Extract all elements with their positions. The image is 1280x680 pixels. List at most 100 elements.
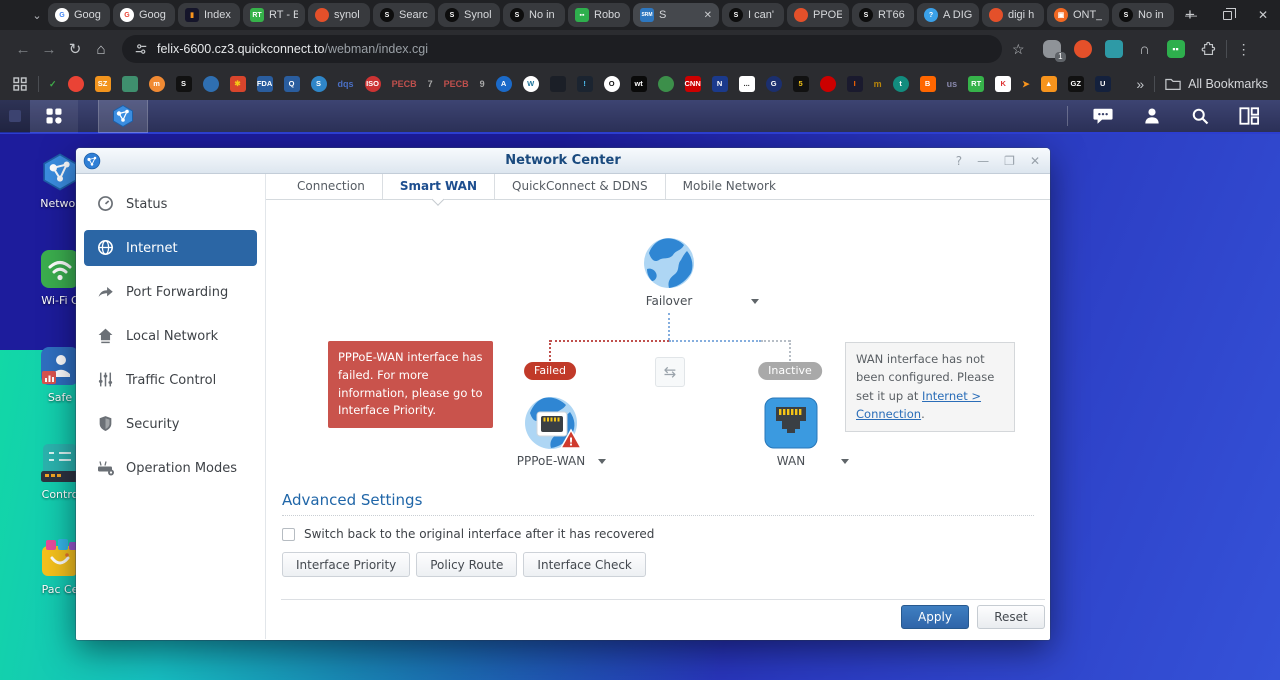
bookmark-favicon[interactable]: GZ — [1067, 76, 1084, 92]
forward-icon[interactable]: → — [41, 40, 57, 58]
bookmark-favicon[interactable]: CNN — [685, 76, 701, 92]
browser-tab[interactable]: digi h — [982, 3, 1044, 27]
extension-icon[interactable]: ∩ — [1139, 40, 1150, 58]
address-bar[interactable]: felix-6600.cz3.quickconnect.to/webman/in… — [122, 35, 1002, 63]
browser-close-button[interactable]: ✕ — [1257, 8, 1268, 22]
bookmark-favicon[interactable]: S — [175, 76, 192, 92]
switch-back-checkbox[interactable] — [282, 527, 295, 541]
failover-dropdown-caret[interactable] — [751, 299, 759, 304]
reload-icon[interactable]: ↻ — [68, 41, 82, 58]
bookmark-favicon[interactable]: ➤ — [1022, 78, 1030, 89]
wan-interface-icon[interactable] — [764, 397, 818, 449]
taskbar-network-center-button[interactable] — [98, 100, 148, 133]
desktop-icon-package-center[interactable]: Pac Ce — [28, 538, 92, 597]
bookmark-favicon[interactable]: W — [522, 76, 539, 92]
bookmark-favicon[interactable]: I — [846, 76, 863, 92]
extension-icon[interactable]: ▪▪ — [1166, 40, 1185, 58]
bookmark-favicon[interactable]: S — [310, 76, 327, 92]
extension-icon[interactable] — [1073, 40, 1092, 58]
bookmark-favicon[interactable]: 5 — [792, 76, 809, 92]
pppoe-wan-interface-icon[interactable]: ! — [524, 396, 582, 454]
bookmark-favicon[interactable] — [67, 76, 84, 92]
bookmark-favicon[interactable]: m — [148, 76, 165, 92]
bookmark-favicon[interactable]: m — [873, 78, 882, 89]
sidebar-item-security[interactable]: Security — [84, 406, 257, 442]
bookmarks-overflow-chevron[interactable]: » — [1136, 76, 1145, 92]
window-titlebar[interactable]: Network Center ? — ❐ ✕ — [76, 148, 1050, 174]
bookmark-favicon[interactable]: N — [711, 76, 728, 92]
tab-search-chevron-icon[interactable]: ⌄ — [32, 9, 42, 22]
bookmark-favicon[interactable]: SZ — [94, 76, 111, 92]
bookmark-favicon[interactable]: FDA — [256, 76, 273, 92]
browser-menu-icon[interactable]: ⋮ — [1236, 40, 1251, 57]
desktop-icon-wifi-connect[interactable]: Wi-Fi C — [28, 249, 92, 308]
sidebar-item-operation-modes[interactable]: Operation Modes — [84, 450, 257, 486]
interface-check-button[interactable]: Interface Check — [523, 552, 646, 577]
back-icon[interactable]: ← — [15, 40, 31, 58]
tab-close-icon[interactable]: ✕ — [703, 9, 712, 21]
internet-connection-link[interactable]: Internet > Connection — [856, 388, 982, 422]
bookmark-favicon[interactable]: U — [1094, 76, 1111, 92]
all-bookmarks-button[interactable]: All Bookmarks — [1165, 77, 1268, 91]
sidebar-item-local-network[interactable]: Local Network — [84, 318, 257, 354]
apps-grid-icon[interactable] — [12, 76, 28, 92]
bookmark-favicon[interactable]: ✓ — [49, 78, 57, 89]
desktop-icon-safe-access[interactable]: Safe — [28, 346, 92, 405]
wan-dropdown-caret[interactable] — [841, 459, 849, 464]
bookmark-favicon[interactable]: RT — [968, 76, 985, 92]
interface-priority-button[interactable]: Interface Priority — [282, 552, 411, 577]
browser-tab[interactable]: ▣ONT_ — [1047, 3, 1109, 27]
bookmark-favicon[interactable] — [657, 76, 674, 92]
bookmark-favicon[interactable]: A — [495, 76, 512, 92]
swap-interfaces-button[interactable]: ⇆ — [655, 357, 685, 387]
bookmark-favicon[interactable] — [819, 76, 836, 92]
widgets-icon[interactable] — [1238, 106, 1260, 126]
extension-icon[interactable] — [1104, 40, 1123, 58]
browser-restore-button[interactable] — [1222, 7, 1236, 20]
bookmark-favicon[interactable]: ▲ — [1040, 76, 1057, 92]
bookmark-favicon[interactable]: B — [919, 76, 936, 92]
desktop-icon-network-center[interactable]: Networ — [28, 152, 92, 211]
browser-tab[interactable]: ▪▪Robo — [568, 3, 630, 27]
tab-smart-wan[interactable]: Smart WAN — [381, 174, 494, 199]
apply-button[interactable]: Apply — [901, 604, 969, 629]
bookmark-favicon[interactable]: K — [995, 76, 1012, 92]
site-settings-icon[interactable] — [134, 42, 148, 56]
bookmark-favicon[interactable] — [549, 76, 566, 92]
bookmark-favicon[interactable]: ISO — [364, 76, 381, 92]
user-icon[interactable] — [1142, 106, 1162, 126]
bookmark-favicon[interactable]: Q — [283, 76, 300, 92]
search-icon[interactable] — [1190, 106, 1210, 126]
browser-tab[interactable]: ▮Index — [178, 3, 240, 27]
tab-quickconnect-ddns[interactable]: QuickConnect & DDNS — [494, 174, 665, 199]
bookmark-favicon[interactable]: wt — [630, 76, 647, 92]
bookmark-favicon[interactable]: G — [765, 76, 782, 92]
reset-button[interactable]: Reset — [977, 604, 1045, 629]
tab-mobile-network[interactable]: Mobile Network — [664, 174, 793, 199]
bookmark-favicon[interactable] — [202, 76, 219, 92]
browser-minimize-button[interactable]: — — [1184, 8, 1197, 22]
notifications-icon[interactable] — [1092, 106, 1114, 126]
pppoe-wan-dropdown-caret[interactable] — [598, 459, 606, 464]
main-menu-button[interactable] — [30, 100, 78, 133]
tab-connection[interactable]: Connection — [297, 179, 365, 193]
bookmark-favicon[interactable] — [121, 76, 138, 92]
extension-icon[interactable]: 1 — [1042, 40, 1066, 62]
taskbar-corner-button[interactable] — [0, 100, 30, 133]
window-maximize-button[interactable]: ❐ — [1004, 154, 1015, 168]
window-help-button[interactable]: ? — [955, 154, 963, 168]
sidebar-item-internet[interactable]: Internet — [84, 230, 257, 266]
policy-route-button[interactable]: Policy Route — [416, 552, 518, 577]
bookmark-favicon[interactable]: 9 — [479, 78, 485, 89]
bookmark-favicon[interactable]: 7 — [427, 78, 433, 89]
